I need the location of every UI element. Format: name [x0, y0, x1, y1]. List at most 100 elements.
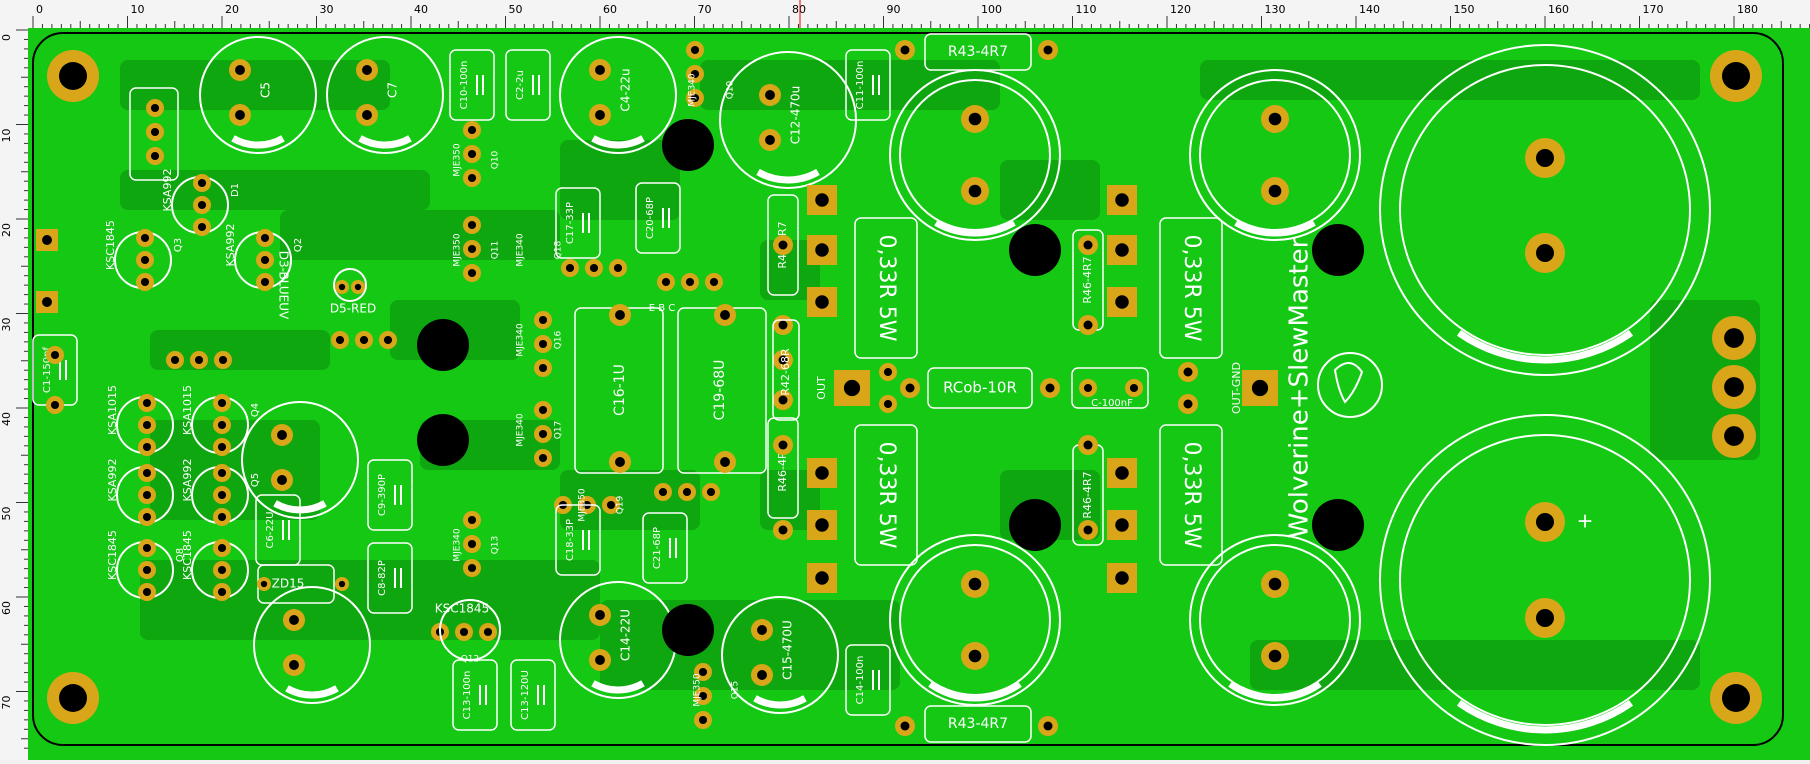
transistor-pad[interactable]: [534, 401, 552, 419]
pad[interactable]: [879, 395, 897, 413]
pad[interactable]: [773, 350, 793, 370]
transistor-pad[interactable]: [1107, 185, 1137, 215]
pad[interactable]: [356, 59, 378, 81]
transistor-pad[interactable]: [534, 425, 552, 443]
mounting-hole[interactable]: [1009, 224, 1061, 276]
output-gnd-pad[interactable]: [1242, 370, 1278, 406]
transistor-pad[interactable]: [355, 331, 373, 349]
transistor-pad[interactable]: [463, 240, 481, 258]
transistor-pad[interactable]: [694, 711, 712, 729]
transistor-pad[interactable]: [379, 331, 397, 349]
transistor-pad[interactable]: [213, 561, 231, 579]
transistor-pad[interactable]: [686, 65, 704, 83]
transistor-pad[interactable]: [138, 561, 156, 579]
pad[interactable]: [879, 363, 897, 381]
transistor-pad[interactable]: [136, 229, 154, 247]
transistor-pad[interactable]: [1107, 563, 1137, 593]
transistor-pad[interactable]: [213, 508, 231, 526]
input-pad[interactable]: [36, 291, 58, 313]
pad[interactable]: [283, 654, 305, 676]
pad[interactable]: [714, 451, 736, 473]
transistor-pad[interactable]: [213, 583, 231, 601]
transistor-pad[interactable]: [138, 486, 156, 504]
pad[interactable]: [895, 40, 915, 60]
transistor-pad[interactable]: [463, 264, 481, 282]
pad[interactable]: [46, 346, 64, 364]
transistor-pad[interactable]: [136, 273, 154, 291]
transistor-pad[interactable]: [190, 351, 208, 369]
pad[interactable]: [589, 59, 611, 81]
transistor-pad[interactable]: [146, 99, 164, 117]
pad[interactable]: [759, 84, 781, 106]
transistor-pad[interactable]: [256, 273, 274, 291]
pad[interactable]: [961, 177, 989, 205]
transistor-pad[interactable]: [193, 218, 211, 236]
transistor-pad[interactable]: [609, 259, 627, 277]
transistor-pad[interactable]: [602, 496, 620, 514]
transistor-pad[interactable]: [702, 483, 720, 501]
transistor-pad[interactable]: [463, 559, 481, 577]
transistor-pad[interactable]: [678, 483, 696, 501]
pad[interactable]: [1038, 716, 1058, 736]
pad[interactable]: [1525, 138, 1565, 178]
pad[interactable]: [773, 235, 793, 255]
transistor-pad[interactable]: [1107, 510, 1137, 540]
pad[interactable]: [1261, 177, 1289, 205]
speaker-pad[interactable]: [1712, 316, 1756, 360]
transistor-pad[interactable]: [1107, 458, 1137, 488]
pad[interactable]: [1525, 233, 1565, 273]
mounting-hole[interactable]: [417, 319, 469, 371]
pad[interactable]: [1038, 40, 1058, 60]
transistor-pad[interactable]: [213, 394, 231, 412]
pad[interactable]: [773, 435, 793, 455]
transistor-pad[interactable]: [463, 121, 481, 139]
transistor-pad[interactable]: [686, 89, 704, 107]
pad[interactable]: [335, 280, 349, 294]
transistor-pad[interactable]: [534, 335, 552, 353]
pad[interactable]: [1079, 379, 1097, 397]
transistor-pad[interactable]: [138, 438, 156, 456]
transistor-pad[interactable]: [807, 510, 837, 540]
pad[interactable]: [46, 396, 64, 414]
pad[interactable]: [961, 642, 989, 670]
pad[interactable]: [1078, 435, 1098, 455]
transistor-pad[interactable]: [585, 259, 603, 277]
pad[interactable]: [1261, 105, 1289, 133]
transistor-pad[interactable]: [138, 539, 156, 557]
transistor-pad[interactable]: [331, 331, 349, 349]
mounting-hole[interactable]: [1312, 224, 1364, 276]
transistor-pad[interactable]: [807, 287, 837, 317]
transistor-pad[interactable]: [654, 483, 672, 501]
pad[interactable]: [283, 609, 305, 631]
pad[interactable]: [229, 59, 251, 81]
mounting-hole[interactable]: [1009, 499, 1061, 551]
transistor-pad[interactable]: [657, 273, 675, 291]
pad[interactable]: [271, 469, 293, 491]
mounting-hole[interactable]: [662, 604, 714, 656]
pad[interactable]: [1178, 394, 1198, 414]
transistor-pad[interactable]: [807, 458, 837, 488]
pad[interactable]: [1078, 520, 1098, 540]
pad[interactable]: [1078, 315, 1098, 335]
pad[interactable]: [589, 104, 611, 126]
pad[interactable]: [1261, 570, 1289, 598]
pad[interactable]: [961, 105, 989, 133]
pad[interactable]: [1525, 598, 1565, 638]
transistor-pad[interactable]: [807, 185, 837, 215]
transistor-pad[interactable]: [166, 351, 184, 369]
pad[interactable]: [589, 604, 611, 626]
speaker-pad[interactable]: [1712, 365, 1756, 409]
transistor-pad[interactable]: [138, 508, 156, 526]
pad[interactable]: [356, 104, 378, 126]
transistor-pad[interactable]: [213, 416, 231, 434]
pad[interactable]: [1525, 502, 1565, 542]
pad[interactable]: [773, 315, 793, 335]
transistor-pad[interactable]: [561, 259, 579, 277]
pad[interactable]: [335, 577, 349, 591]
transistor-pad[interactable]: [463, 145, 481, 163]
pad[interactable]: [759, 129, 781, 151]
transistor-pad[interactable]: [686, 41, 704, 59]
mounting-hole[interactable]: [1312, 499, 1364, 551]
